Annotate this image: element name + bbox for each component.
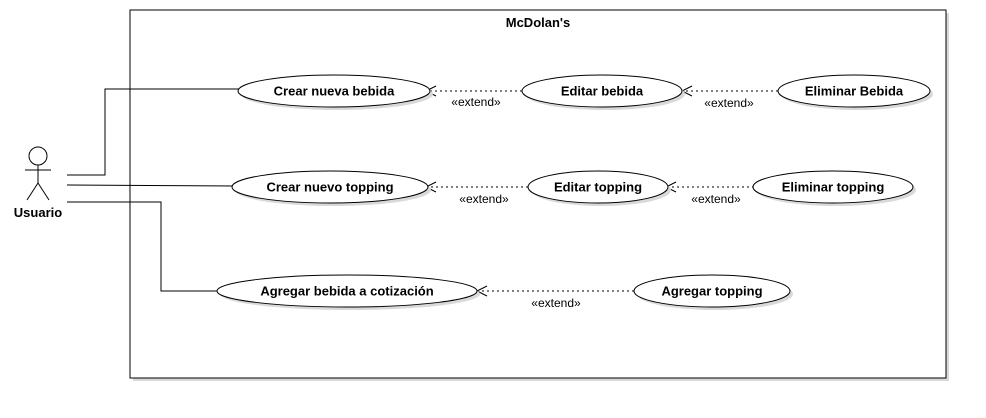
stick-figure-icon [25, 146, 51, 201]
use-case-label: Eliminar Bebida [805, 84, 904, 99]
association-crear-bebida [67, 88, 241, 176]
extend-label: «extend» [459, 192, 509, 206]
use-case-label: Eliminar topping [782, 180, 885, 195]
associations [66, 88, 241, 292]
extend-label: «extend» [531, 296, 581, 310]
use-case-label: Agregar topping [661, 284, 762, 299]
extend-label: «extend» [704, 96, 754, 110]
use-case-label: Editar topping [554, 180, 642, 195]
use-case-label: Crear nueva bebida [274, 84, 395, 99]
use-case-label: Agregar bebida a cotización [260, 284, 433, 299]
use-case-editar-topping[interactable]: Editar topping [527, 170, 671, 206]
system-title: McDolan's [506, 15, 571, 30]
association-crear-topping [66, 184, 237, 187]
use-case-agregar-topping[interactable]: Agregar topping [633, 274, 793, 310]
association-agregar-bebida [67, 201, 218, 292]
extend-relations: «extend» «extend» «extend» «extend» «ext… [424, 85, 778, 310]
use-case-agregar-bebida[interactable]: Agregar bebida a cotización [216, 274, 480, 310]
use-case-label: Crear nuevo topping [266, 180, 393, 195]
use-case-crear-topping[interactable]: Crear nuevo topping [231, 170, 431, 206]
actor-usuario[interactable]: Usuario [14, 146, 62, 220]
use-case-crear-bebida[interactable]: Crear nueva bebida [237, 74, 433, 110]
use-case-eliminar-topping[interactable]: Eliminar topping [752, 170, 916, 206]
use-case-eliminar-bebida[interactable]: Eliminar Bebida [777, 74, 933, 110]
extend-label: «extend» [451, 95, 501, 109]
use-case-label: Editar bebida [561, 84, 644, 99]
extend-label: «extend» [691, 192, 741, 206]
actor-label: Usuario [14, 205, 62, 220]
use-case-editar-bebida[interactable]: Editar bebida [521, 74, 685, 110]
